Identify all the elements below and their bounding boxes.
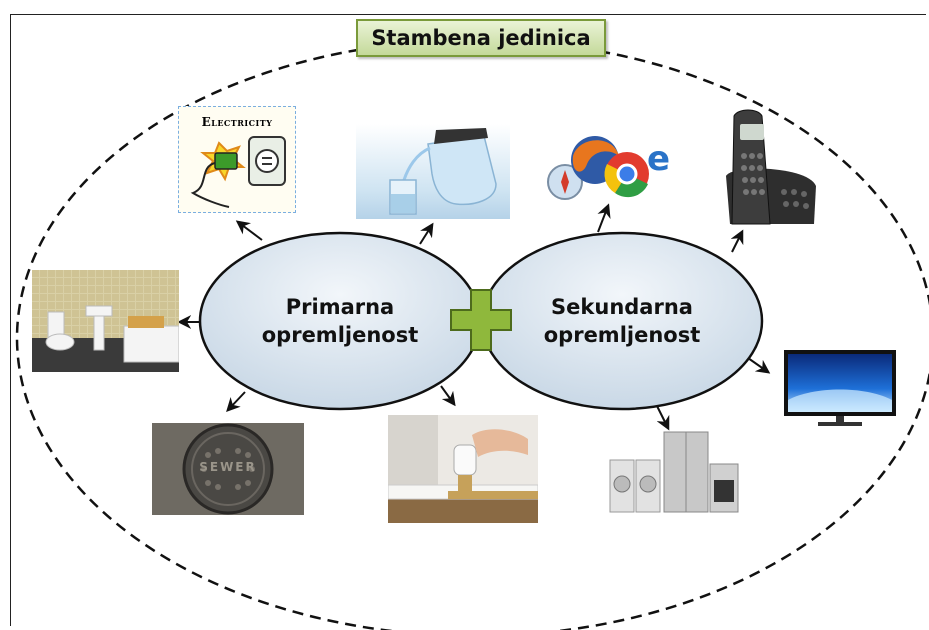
phone-icon (726, 109, 816, 225)
svg-text:e: e (647, 139, 670, 179)
tv-icon (784, 350, 896, 426)
primary-equipment-label: Primarna opremljenost (230, 293, 450, 349)
electricity-image: Electricity (178, 106, 296, 213)
figure-frame (10, 14, 926, 626)
arrow-to-tv (747, 357, 771, 374)
radiator-icon (388, 415, 538, 523)
arrow-to-radiator (440, 385, 456, 407)
home-appliances-image (608, 428, 740, 516)
manhole-icon (182, 423, 274, 515)
secondary-label-line1: Sekundarna (551, 295, 693, 319)
radiator-valve-image (388, 415, 538, 523)
appliances-icon (609, 431, 739, 513)
bathroom-icon (32, 270, 179, 372)
tv-image (784, 350, 896, 430)
arrow-to-water (419, 222, 434, 245)
bathroom-image (32, 270, 179, 372)
secondary-equipment-label: Sekundarna opremljenost (512, 293, 732, 349)
plug-icon (190, 136, 286, 208)
arrow-to-phone (730, 229, 744, 253)
browser-logos-icon: e (547, 136, 670, 200)
primary-label-line1: Primarna (285, 295, 395, 319)
plus-icon (450, 289, 512, 351)
arrow-to-electricity (235, 220, 263, 241)
cordless-phone-image (718, 106, 820, 231)
pitcher-icon (389, 128, 497, 215)
arrow-to-manhole (226, 391, 246, 413)
primary-label-line2: opremljenost (261, 323, 419, 347)
manhole-stamp: SEWER (199, 460, 257, 474)
page-title: Stambena jedinica (356, 19, 606, 57)
manhole-cover-image: SEWER (152, 423, 304, 515)
arrow-to-browsers (597, 203, 611, 233)
secondary-label-line2: opremljenost (543, 323, 701, 347)
electricity-caption: Electricity (201, 115, 273, 129)
water-pitcher-image (356, 124, 510, 219)
browsers-image: e (543, 130, 678, 205)
